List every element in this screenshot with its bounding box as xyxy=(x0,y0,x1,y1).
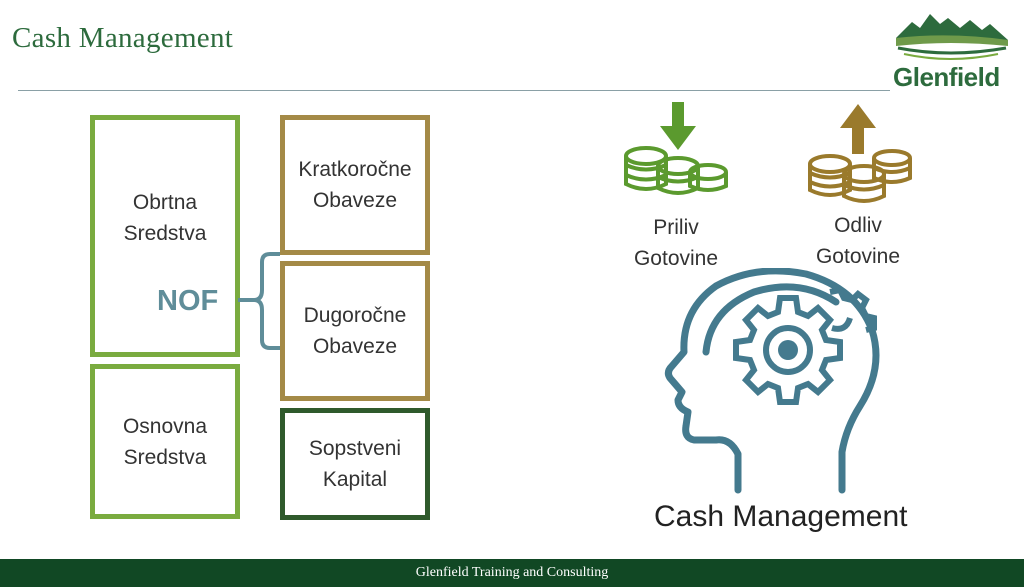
cash-management-label: Cash Management xyxy=(654,500,908,533)
box-line: Kratkoročne xyxy=(298,158,412,181)
page-title: Cash Management xyxy=(12,22,234,54)
cash-inflow-icon xyxy=(624,102,728,195)
footer-text: Glenfield Training and Consulting xyxy=(415,565,609,580)
box-line: Obrtna xyxy=(132,191,198,214)
priliv-label: Priliv Gotovine xyxy=(626,212,726,274)
box-line: Osnovna xyxy=(122,414,208,438)
cash-outflow-icon xyxy=(808,104,912,203)
bracket-icon xyxy=(238,252,280,350)
nof-label: NOF xyxy=(157,285,219,317)
head-with-gears-icon xyxy=(664,268,880,494)
odliv-line: Gotovine xyxy=(815,245,901,268)
priliv-line: Priliv xyxy=(653,216,699,239)
box-line: Sopstveni xyxy=(308,437,402,460)
box-line: Dugoročne xyxy=(303,304,407,327)
box-line: Sredstva xyxy=(123,445,207,469)
box-line: Sredstva xyxy=(123,222,207,245)
priliv-line: Gotovine xyxy=(633,247,719,270)
odliv-line: Odliv xyxy=(834,214,882,237)
footer-bar: Glenfield Training and Consulting xyxy=(0,559,1024,587)
box-line: Obaveze xyxy=(312,335,398,358)
box-line: Kapital xyxy=(322,468,388,491)
box-line: Obaveze xyxy=(312,189,398,212)
header-divider xyxy=(18,90,890,91)
mountain-logo-icon xyxy=(896,14,1008,60)
logo-text: Glenfield xyxy=(893,62,1000,92)
odliv-label: Odliv Gotovine xyxy=(808,210,908,272)
